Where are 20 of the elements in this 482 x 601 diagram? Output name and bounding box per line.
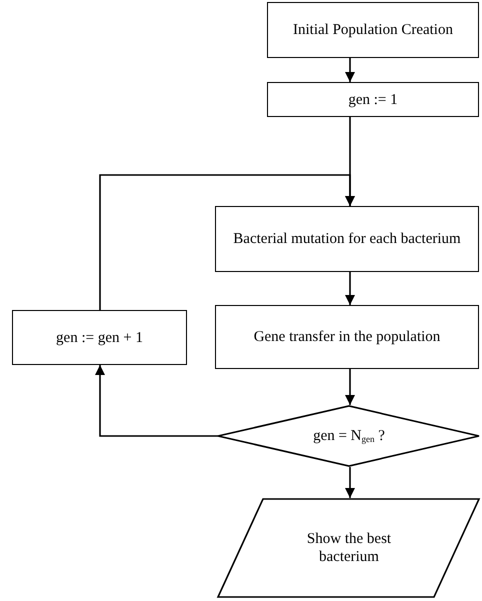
arrow (95, 365, 218, 437)
arrow (345, 58, 355, 82)
arrow (99, 174, 355, 310)
arrow (345, 467, 355, 498)
node-text: gen = N$_{gen}$ ? (313, 427, 385, 445)
node-text: Show the best bacterium (306, 530, 392, 566)
process-box (267, 2, 479, 58)
decision-diamond (218, 405, 480, 467)
output-parallelogram (218, 498, 480, 598)
node-text: Bacterial mutation for each bacterium (233, 230, 461, 248)
arrow (345, 272, 355, 305)
node-text: Gene transfer in the population (254, 328, 440, 346)
process-box (12, 310, 187, 365)
node-text: gen := 1 (348, 90, 398, 108)
process-box (267, 82, 479, 117)
node-text: gen := gen + 1 (56, 328, 143, 346)
process-box (215, 206, 479, 272)
process-box (215, 305, 479, 369)
node-text: Initial Population Creation (293, 21, 453, 39)
arrow (345, 369, 355, 405)
